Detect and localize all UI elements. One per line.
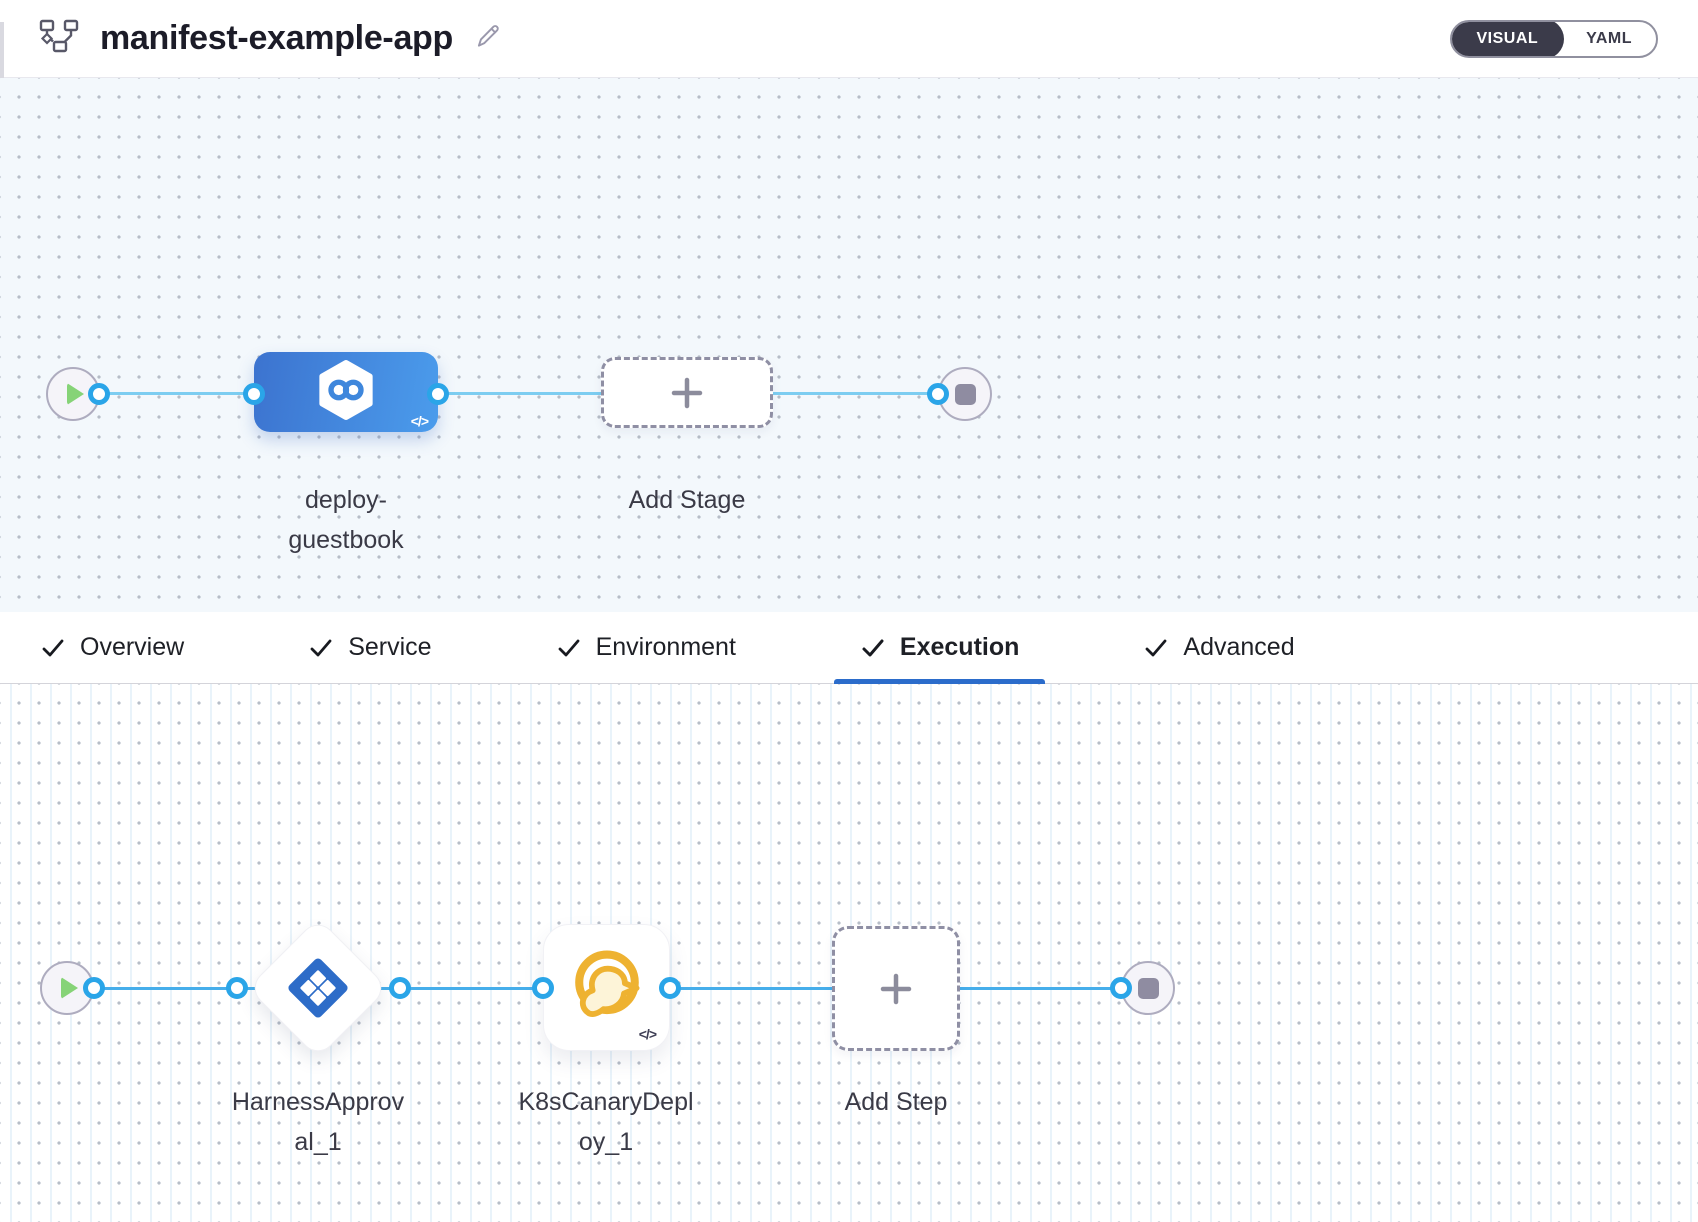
add-step-label: Add Step xyxy=(844,1088,948,1116)
execution-steps-canvas[interactable]: </> HarnessApproval_1 K8sCanaryDeploy_1 … xyxy=(0,684,1698,1222)
stage-node-deploy-guestbook[interactable]: </> xyxy=(254,352,438,432)
stage-flow-line xyxy=(73,392,965,395)
visual-yaml-toggle: VISUAL YAML xyxy=(1450,19,1658,58)
tab-label: Advanced xyxy=(1183,633,1295,661)
check-icon xyxy=(310,639,332,656)
connector-approval-in xyxy=(226,977,248,999)
page-title: manifest-example-app xyxy=(100,19,453,57)
plus-icon xyxy=(880,973,912,1004)
connector-canary-in xyxy=(532,977,554,999)
plus-icon xyxy=(671,377,703,408)
add-step-button[interactable] xyxy=(832,926,960,1051)
step-code-badge-icon: </> xyxy=(638,1026,657,1042)
connector-start-out xyxy=(88,383,110,405)
yaml-toggle-button[interactable]: YAML xyxy=(1562,22,1656,56)
connector-stage-in xyxy=(243,383,265,405)
stop-icon xyxy=(954,383,976,405)
connector-exec-start-out xyxy=(83,977,105,999)
connector-stage-out xyxy=(427,383,449,405)
check-icon xyxy=(558,639,579,656)
check-icon xyxy=(862,639,884,656)
tab-overview[interactable]: Overview xyxy=(14,612,210,683)
play-icon xyxy=(61,977,78,999)
tab-label: Service xyxy=(348,633,432,661)
stop-icon xyxy=(1137,977,1159,999)
connector-approval-out xyxy=(389,977,411,999)
play-icon xyxy=(67,383,84,405)
tab-label: Execution xyxy=(899,633,1020,661)
canary-step-label: K8sCanaryDeploy_1 xyxy=(518,1088,694,1156)
left-edge-divider xyxy=(0,22,4,78)
stage-config-tabs: Overview Service Environment Execution A… xyxy=(0,612,1698,684)
step-node-k8s-canary-deploy[interactable]: </> xyxy=(543,924,670,1051)
add-stage-label: Add Stage xyxy=(628,486,746,514)
tab-label: Overview xyxy=(80,633,185,661)
tab-service[interactable]: Service xyxy=(282,612,457,683)
pipeline-studio-header: manifest-example-app VISUAL YAML xyxy=(0,0,1698,78)
visual-toggle-button[interactable]: VISUAL xyxy=(1452,21,1565,56)
check-icon xyxy=(1146,639,1167,656)
tab-environment[interactable]: Environment xyxy=(530,612,762,683)
add-stage-button[interactable] xyxy=(601,357,773,428)
stage-label: deploy-guestbook xyxy=(288,486,404,554)
stage-pipeline-canvas[interactable]: </> deploy-guestbook Add Stage xyxy=(0,78,1698,612)
connector-exec-end-in xyxy=(1110,977,1132,999)
tab-execution[interactable]: Execution xyxy=(833,612,1046,684)
connector-canary-out xyxy=(659,977,681,999)
stage-code-badge-icon: </> xyxy=(410,413,429,429)
tab-advanced[interactable]: Advanced xyxy=(1117,612,1320,683)
edit-pencil-icon[interactable] xyxy=(473,21,503,56)
pipeline-icon xyxy=(38,18,80,59)
harness-approval-icon xyxy=(287,957,349,1024)
check-icon xyxy=(42,639,64,656)
cd-stage-icon xyxy=(315,359,377,426)
tab-label: Environment xyxy=(595,633,736,661)
canary-bird-icon xyxy=(564,942,650,1033)
approval-step-label: HarnessApproval_1 xyxy=(231,1088,405,1156)
connector-end-in xyxy=(927,383,949,405)
